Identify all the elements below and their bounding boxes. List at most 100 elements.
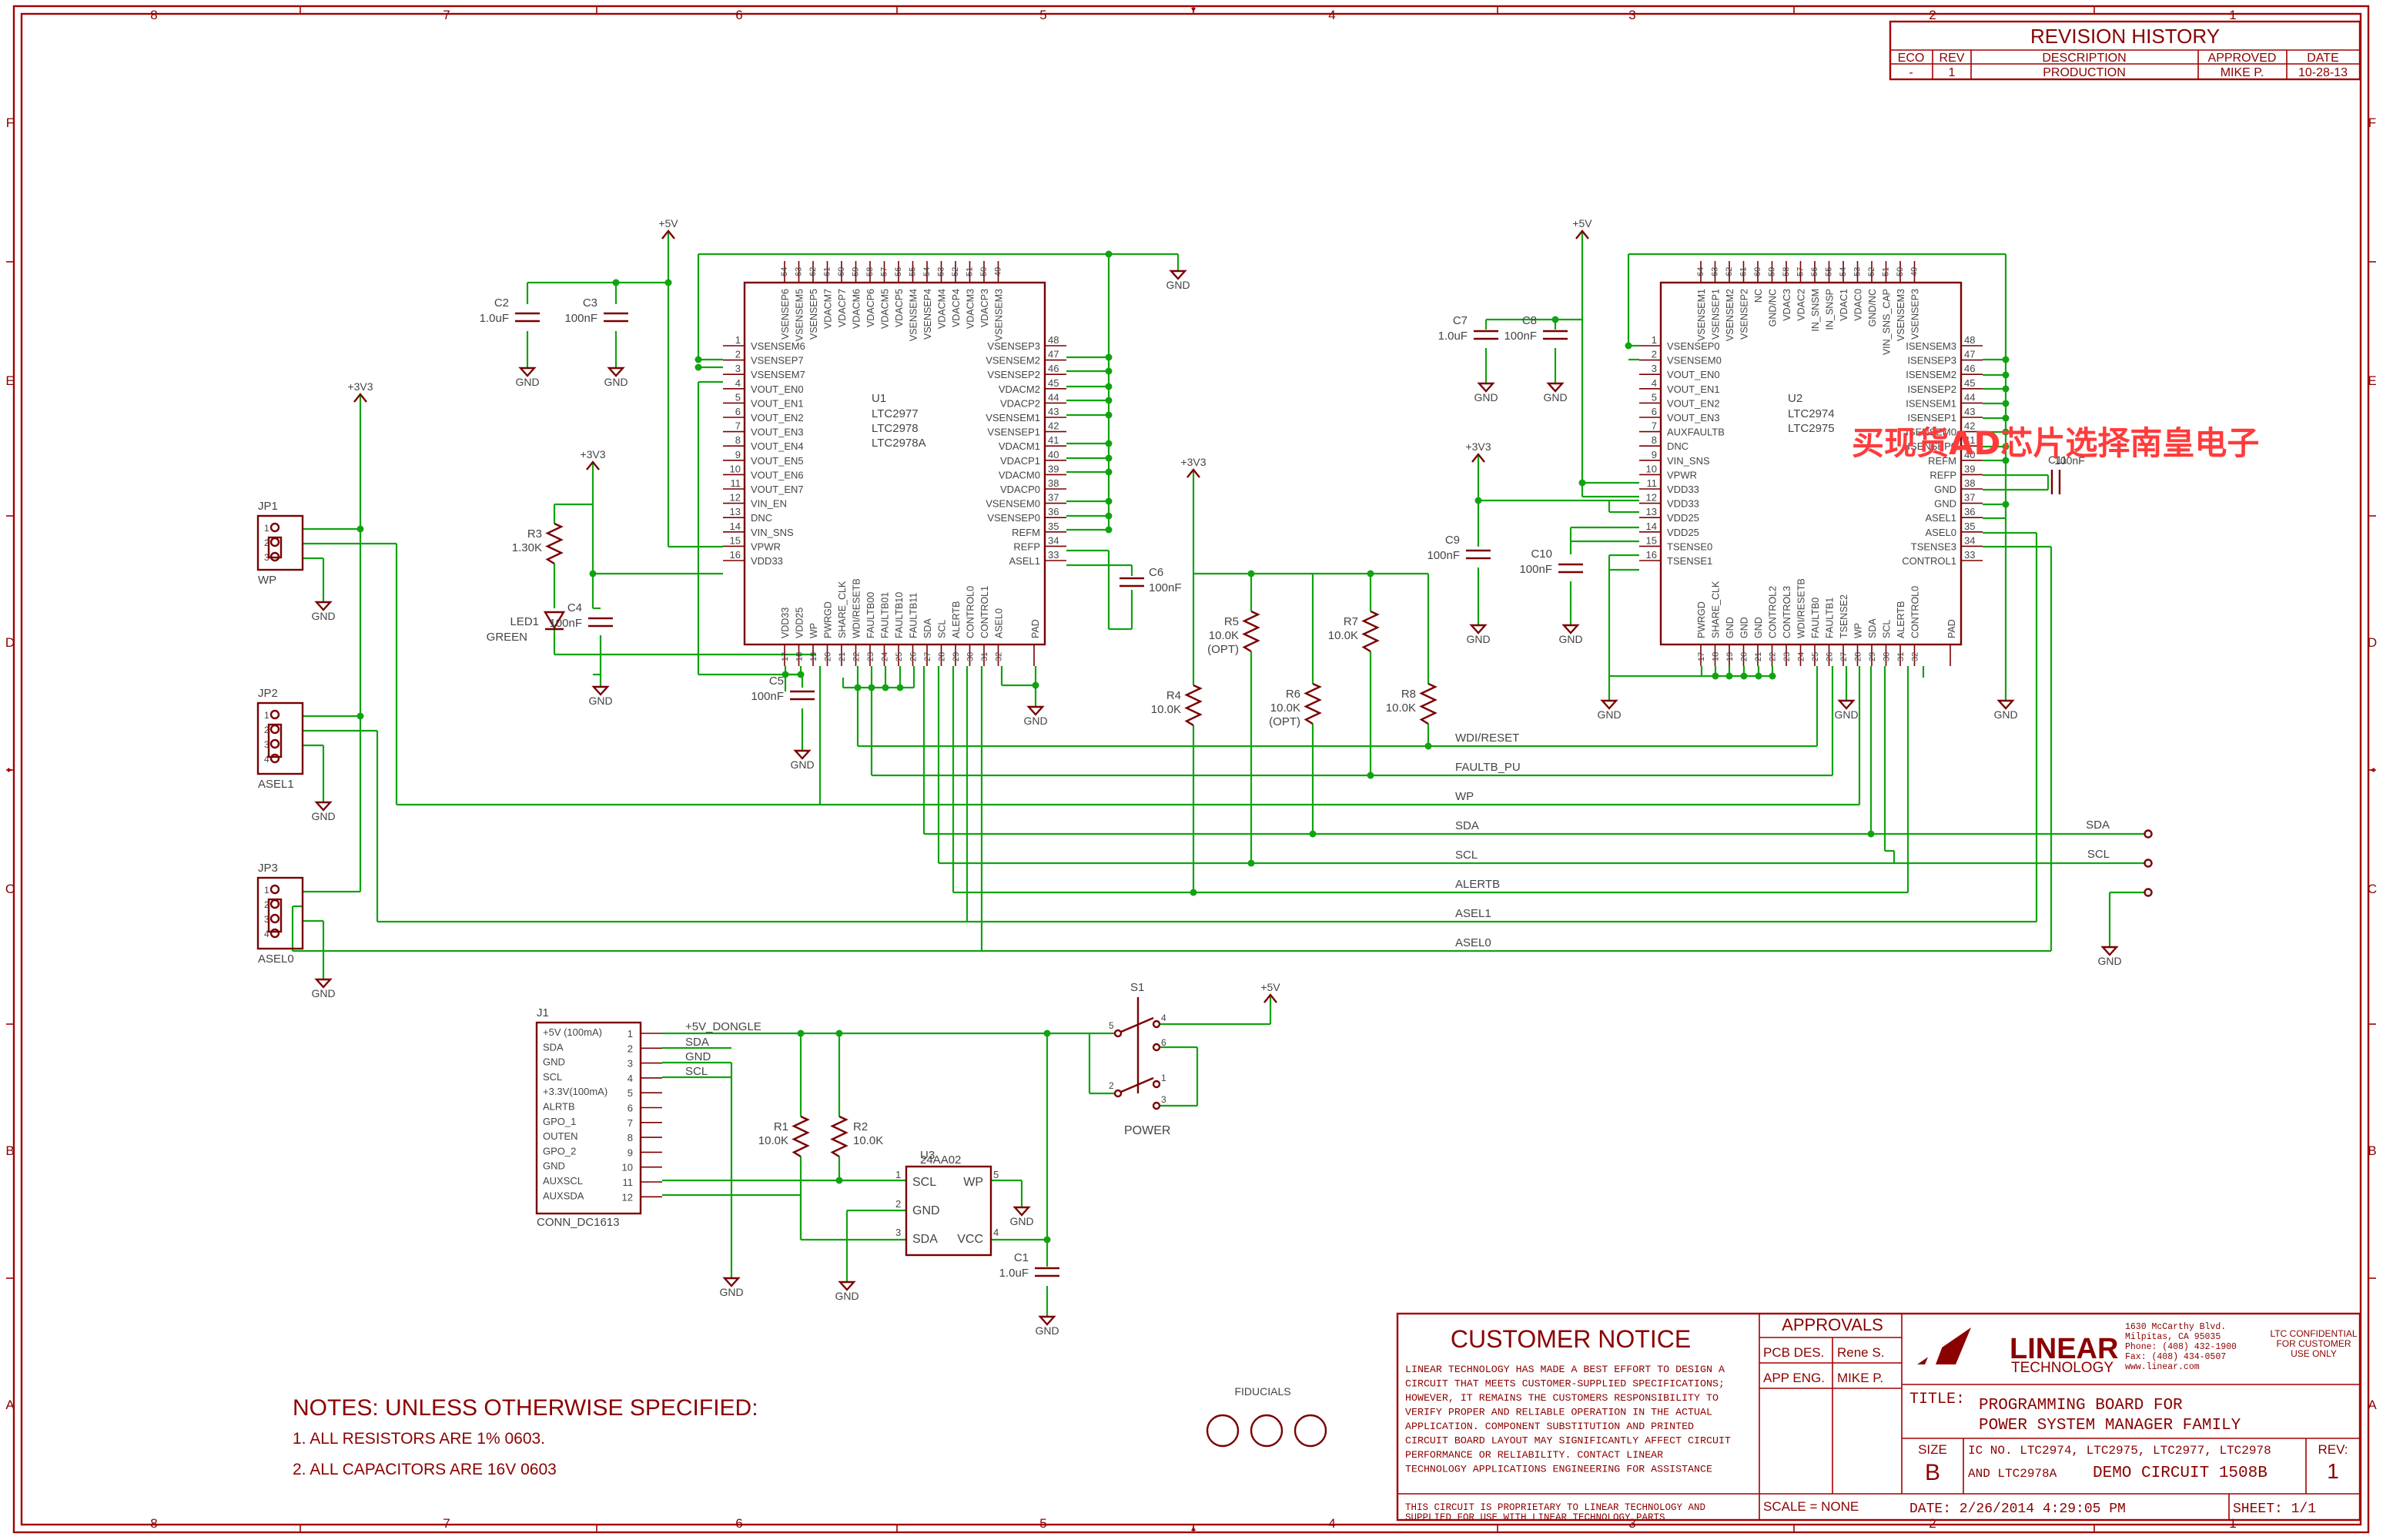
pin-number: 47	[1964, 349, 1975, 360]
net-label: ALERTB	[1455, 878, 1500, 891]
jumper-pin	[269, 724, 280, 735]
c6-ref: C6	[1149, 566, 1163, 579]
pin-name: VDACM6	[852, 289, 862, 329]
j1-pin-number: 1	[628, 1028, 633, 1040]
jumper-pin-number: 1	[264, 710, 269, 721]
revision-cell: 1	[1949, 66, 1956, 79]
j1-pin-number: 12	[622, 1191, 633, 1203]
pin-number: 5	[735, 391, 741, 403]
proprietary-line: THIS CIRCUIT IS PROPRIETARY TO LINEAR TE…	[1405, 1502, 1705, 1513]
pin-number: 2	[1652, 349, 1657, 360]
fiducial	[1294, 1414, 1327, 1448]
gnd-symbol	[314, 801, 333, 812]
zone-label: C	[5, 882, 15, 896]
pin-number: 8	[735, 434, 741, 446]
symbols: 64VSENSEP663VSENSEM562VSENSEP561VDACM760…	[256, 217, 2358, 1523]
pin-number: 46	[1964, 363, 1975, 374]
gnd-label: GND	[1466, 633, 1490, 645]
j1-pin-name: AUXSDA	[543, 1190, 584, 1201]
pin-name: VDACP5	[894, 289, 905, 327]
pin-name: TSENSE3	[1911, 541, 1956, 552]
pin-name: ALERTB	[1896, 601, 1906, 638]
gnd-label: GND	[311, 610, 335, 622]
c11-ref: C11	[2048, 454, 2067, 466]
pin-name: VSENSEP1	[1711, 289, 1722, 340]
pin-name: ISENSEM0	[1906, 427, 1956, 438]
junction-dot	[882, 684, 889, 691]
power-label: +3V3	[580, 448, 605, 460]
pin-name: VSENSEM5	[795, 289, 805, 341]
pin-number: 45	[1964, 377, 1975, 389]
gnd-label: GND	[790, 758, 814, 771]
j1-pin-number: 7	[628, 1117, 633, 1129]
gnd-label: GND	[604, 376, 628, 388]
zone-label: A	[2368, 1398, 2377, 1412]
zone-label: D	[5, 635, 15, 650]
jumper-ref: JP1	[258, 500, 278, 513]
c8-value: 100nF	[1504, 330, 1537, 343]
c10-ref: C10	[1531, 547, 1552, 561]
pin-number: 33	[1964, 549, 1975, 561]
notes-title: NOTES: UNLESS OTHERWISE SPECIFIED:	[293, 1395, 758, 1421]
pin-number: 49	[1910, 267, 1919, 276]
pin-name: VOUT_EN1	[1667, 383, 1720, 395]
zone-label: 2	[1929, 8, 1936, 22]
pin-name: SCL	[1882, 620, 1893, 638]
pin-number: 58	[865, 267, 875, 276]
pin-number: 39	[1048, 463, 1059, 474]
pin-name: PWRGD	[823, 601, 834, 638]
pin-number: 14	[730, 521, 741, 532]
pin-name: VDD25	[795, 608, 805, 638]
pin-number: 2	[735, 349, 741, 360]
pin-name: VDACM4	[937, 289, 948, 329]
c3-ref: C3	[583, 296, 597, 310]
junction-dot	[2002, 356, 2010, 363]
pin-number: 53	[937, 267, 946, 276]
tb-ic-line: IC NO. LTC2974, LTC2975, LTC2977, LTC297…	[1968, 1444, 2271, 1458]
gnd-symbol	[838, 1281, 856, 1291]
pin-number: 32	[995, 652, 1004, 661]
pin-name: FAULTB0	[1810, 598, 1821, 638]
u3-body	[905, 1165, 992, 1257]
pin-number: 12	[1646, 492, 1657, 504]
pin-number: 59	[1768, 267, 1777, 276]
pin-number: 53	[1853, 267, 1863, 276]
net-label: ASEL1	[1455, 907, 1491, 920]
j1-pin-name: SCL	[543, 1071, 562, 1083]
wires	[291, 231, 2144, 1317]
pin-name: VDAC1	[1839, 289, 1849, 321]
r8-value: 10.0K	[1386, 701, 1416, 715]
zone-label: 1	[2229, 8, 2236, 22]
pin-name: VDD33	[1667, 498, 1699, 510]
junction-dot	[1725, 672, 1733, 680]
pin-name: SDA	[922, 618, 933, 638]
junction-dot	[1105, 454, 1113, 462]
pin-number: 26	[1826, 652, 1835, 661]
pin-name: FAULTB1	[1825, 598, 1836, 638]
pin-name: GND/NC	[1867, 289, 1878, 326]
power-arrow	[661, 229, 675, 239]
junction-dot	[1190, 889, 1197, 896]
linear-logo-mark	[1925, 1327, 1950, 1364]
tb-date: DATE: 2/26/2014 4:29:05 PM	[1909, 1502, 2126, 1517]
r8-ref: R8	[1401, 688, 1416, 701]
c7-ref: C7	[1453, 314, 1468, 327]
pin-number: 57	[1796, 267, 1806, 276]
tb-size: B	[1925, 1460, 1940, 1485]
pin-number: 35	[1964, 521, 1975, 532]
pin-name: ASEL0	[1926, 527, 1956, 538]
pin-number: 4	[1652, 377, 1657, 389]
gnd-symbol	[1600, 699, 1618, 710]
pin-number: 15	[730, 534, 741, 546]
pin-name: VDD33	[780, 608, 791, 638]
junction-dot	[1105, 440, 1113, 447]
pin-number: 40	[1964, 449, 1975, 460]
customer-notice-line: VERIFY PROPER AND RELIABLE OPERATION IN …	[1405, 1407, 1712, 1418]
jumper-pin-number: 2	[264, 725, 269, 735]
r4-value: 10.0K	[1151, 703, 1181, 716]
gnd-label: GND	[515, 376, 539, 388]
pin-number: 63	[795, 267, 804, 276]
pin-name: VSENSEP0	[1667, 340, 1720, 352]
offpage-connector	[2144, 859, 2153, 868]
pin-number: 48	[1964, 334, 1975, 346]
